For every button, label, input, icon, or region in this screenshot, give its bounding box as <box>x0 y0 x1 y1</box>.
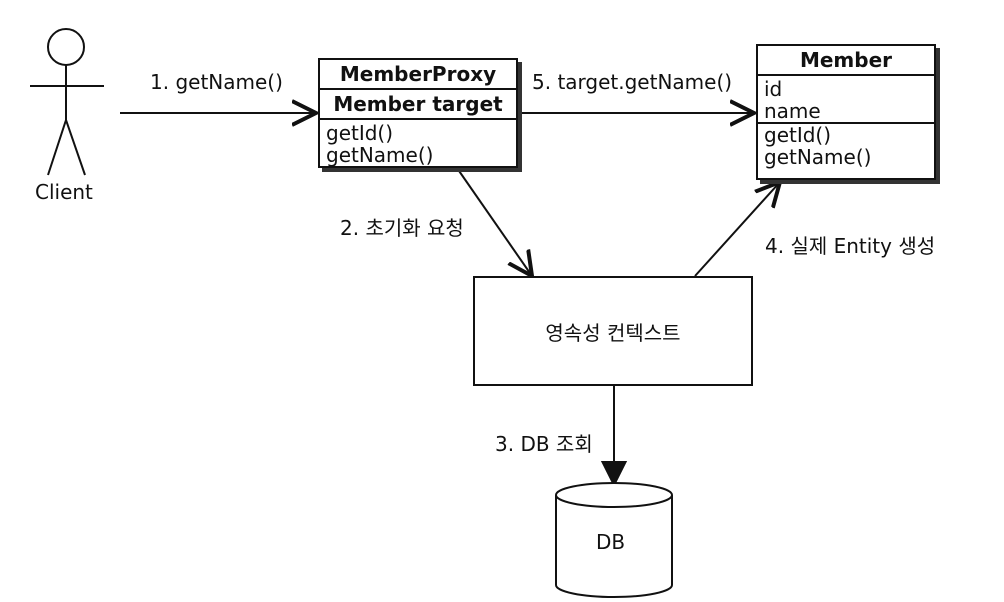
member-proxy-class: MemberProxy Member target getId() getNam… <box>318 58 518 168</box>
member-field-id: id <box>764 77 783 101</box>
member-proxy-method-getid: getId() <box>326 121 394 145</box>
member-proxy-field: Member target <box>320 90 516 120</box>
arrow-step4 <box>694 182 780 277</box>
member-method-getid: getId() <box>764 123 832 147</box>
member-proxy-method-getname: getName() <box>326 143 434 167</box>
member-title: Member <box>758 46 934 76</box>
member-class: Member id name getId() getName() <box>756 44 936 180</box>
member-method-getname: getName() <box>764 145 872 169</box>
db-label: DB <box>596 530 626 554</box>
persistence-context-box: 영속성 컨텍스트 <box>473 276 753 386</box>
db-cylinder-icon <box>555 482 673 598</box>
member-field-name: name <box>764 99 821 123</box>
step1-label: 1. getName() <box>150 70 283 94</box>
client-actor-icon <box>30 28 104 176</box>
arrow-step2 <box>456 167 532 276</box>
client-label: Client <box>35 180 93 204</box>
step2-label: 2. 초기화 요청 <box>340 216 464 240</box>
step3-label: 3. DB 조회 <box>495 432 593 456</box>
persistence-context-label: 영속성 컨텍스트 <box>545 320 681 345</box>
step5-label: 5. target.getName() <box>532 70 733 94</box>
step4-label: 4. 실제 Entity 생성 <box>765 234 936 258</box>
member-proxy-title: MemberProxy <box>320 60 516 90</box>
